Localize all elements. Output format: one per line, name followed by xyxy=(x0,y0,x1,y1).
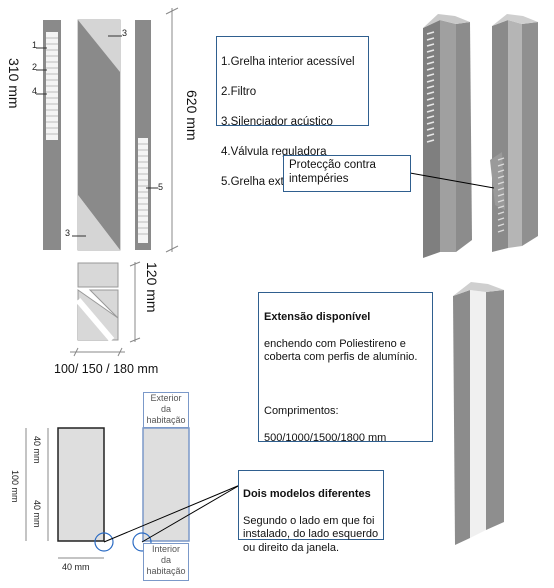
interior-label: Interior da habitação xyxy=(143,543,189,581)
extension-title: Extensão disponível xyxy=(264,310,371,323)
models-title: Dois modelos diferentes xyxy=(243,487,371,500)
dimension-line-620 xyxy=(165,7,179,253)
dimension-620: 620 mm xyxy=(184,90,200,141)
extension-body: enchendo com Poliestireno e coberta com … xyxy=(264,337,418,364)
extension-callout: Extensão disponível enchendo com Poliest… xyxy=(258,292,433,524)
dimension-310: 310 mm xyxy=(6,58,22,109)
dimension-line-width xyxy=(70,347,125,357)
dimension-side-100: 100 mm xyxy=(10,470,20,503)
dimension-bottom-40: 40 mm xyxy=(62,562,90,572)
protection-callout: Protecção contra intempéries xyxy=(283,155,411,192)
dimension-top-40: 40 mm xyxy=(32,436,42,464)
legend-item: 2.Filtro xyxy=(221,86,257,98)
legend-box: 1.Grelha interior acessível 2.Filtro 3.S… xyxy=(216,36,369,188)
marker-2: 2 xyxy=(32,62,38,72)
isometric-view-extension xyxy=(453,282,504,545)
silencer-section xyxy=(72,19,122,251)
models-callout: Dois modelos diferentes Segundo o lado e… xyxy=(238,470,384,554)
plan-views xyxy=(25,427,241,559)
dimension-120: 120 mm xyxy=(144,262,160,313)
marker-3-bottom: 3 xyxy=(65,228,71,238)
exterior-grille-column xyxy=(135,20,158,250)
lengths-value: 500/1000/1500/1800 mm xyxy=(264,431,387,444)
legend-item: 3.Silenciador acústico xyxy=(221,116,333,128)
legend-item: 1.Grelha interior acessível xyxy=(221,56,355,68)
marker-5: 5 xyxy=(158,182,164,192)
isometric-view-top xyxy=(423,14,538,258)
end-caps xyxy=(75,262,119,342)
dimension-widths: 100/ 150 / 180 mm xyxy=(54,362,159,376)
marker-3-top: 3 xyxy=(122,28,128,38)
marker-1: 1 xyxy=(32,40,38,50)
dimension-line-120 xyxy=(129,261,141,343)
protection-pointer xyxy=(409,172,495,189)
lengths-label: Comprimentos: xyxy=(264,404,339,417)
interior-grille-column xyxy=(36,20,61,250)
models-body: Segundo o lado em que foi instalado, do … xyxy=(243,514,379,554)
dimension-mid-40: 40 mm xyxy=(32,500,42,528)
exterior-label: Exterior da habitação xyxy=(143,392,189,428)
marker-4: 4 xyxy=(32,86,38,96)
